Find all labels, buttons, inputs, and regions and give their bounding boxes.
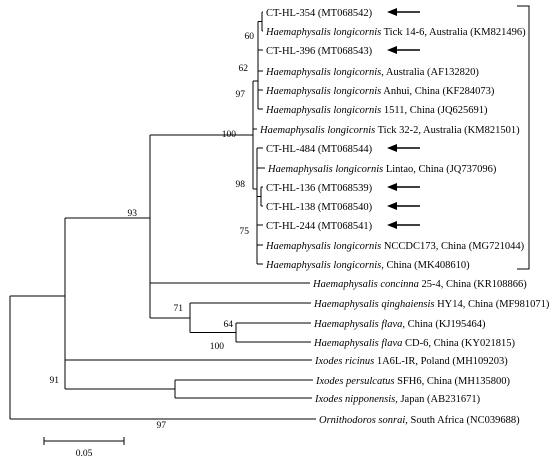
scale-bar: 0.05	[43, 437, 125, 459]
taxon-label-tmk: Haemaphysalis longicornis, China (MK4086…	[265, 260, 470, 271]
scale-bar-label: 0.05	[76, 449, 93, 459]
taxon-label-tflava1: Haemaphysalis flava, China (KJ195464)	[313, 319, 486, 330]
bootstrap-value-9: 100	[210, 342, 225, 352]
arrow-markers	[387, 8, 420, 229]
taxon-label-t138: CT-HL-138 (MT068540)	[266, 202, 373, 213]
taxon-label-taus: Haemaphysalis longicornis, Australia (AF…	[265, 67, 479, 78]
arrow-icon-t354	[387, 8, 420, 16]
taxon-label-t32_2: Haemaphysalis longicornis Tick 32-2, Aus…	[259, 125, 520, 136]
bootstrap-value-3: 100	[222, 130, 237, 140]
bootstrap-value-5: 75	[240, 227, 250, 237]
bootstrap-value-8: 64	[224, 320, 234, 330]
taxon-label-t1511: Haemaphysalis longicornis 1511, China (J…	[265, 105, 488, 116]
arrow-icon-t244	[387, 221, 420, 229]
tree-branches	[9, 11, 316, 420]
taxon-label-t396: CT-HL-396 (MT068543)	[266, 46, 373, 57]
arrow-icon-t138	[387, 202, 420, 210]
taxon-label-t484: CT-HL-484 (MT068544)	[266, 144, 373, 155]
taxon-label-tconcinna: Haemaphysalis concinna 25-4, China (KR10…	[312, 279, 527, 290]
taxon-label-tricinus: Ixodes ricinus 1A6L-IR, Poland (MH109203…	[314, 356, 508, 367]
bootstrap-values: 60 62 97 100 98 75 93 71 64 100 91 97	[50, 32, 255, 431]
taxon-label-t14_6: Haemaphysalis longicornis Tick 14-6, Aus…	[265, 27, 526, 38]
taxon-label-tnippon: Ixodes nipponensis, Japan (AB231671)	[314, 394, 481, 405]
bootstrap-value-11: 97	[157, 421, 167, 431]
taxon-label-tanhui: Haemaphysalis longicornis Anhui, China (…	[265, 86, 495, 97]
taxon-labels: CT-HL-354 (MT068542) Haemaphysalis longic…	[259, 8, 550, 426]
taxon-label-tqingh: Haemaphysalis qinghaiensis HY14, China (…	[313, 299, 550, 310]
bootstrap-value-6: 93	[128, 209, 138, 219]
clade-bracket-line	[517, 5, 530, 270]
arrow-icon-t484	[387, 144, 420, 152]
taxon-label-tflava2: Haemaphysalis flava CD-6, China (KY02181…	[313, 338, 515, 349]
taxon-label-t354: CT-HL-354 (MT068542)	[266, 8, 373, 19]
taxon-label-tpersulc: Ixodes persulcatus SFH6, China (MH135800…	[315, 376, 510, 387]
taxon-label-tnccdc: Haemaphysalis longicornis NCCDC173, Chin…	[265, 241, 525, 252]
bootstrap-value-1: 62	[239, 64, 249, 74]
bootstrap-value-2: 97	[236, 90, 246, 100]
bootstrap-value-0: 60	[245, 32, 255, 42]
bootstrap-value-4: 98	[236, 180, 246, 190]
arrow-icon-t396	[387, 46, 420, 54]
taxon-label-tlintao: Haemaphysalis longicornis Lintao, China …	[267, 164, 497, 175]
taxon-label-t244: CT-HL-244 (MT068541)	[266, 221, 373, 232]
bootstrap-value-7: 71	[174, 304, 184, 314]
arrow-icon-t136	[387, 183, 420, 191]
taxon-label-t136: CT-HL-136 (MT068539)	[266, 183, 373, 194]
clade-bracket	[517, 5, 530, 270]
taxon-label-tornith: Ornithodoros sonrai, South Africa (NC039…	[319, 415, 520, 426]
bootstrap-value-10: 91	[50, 376, 60, 386]
